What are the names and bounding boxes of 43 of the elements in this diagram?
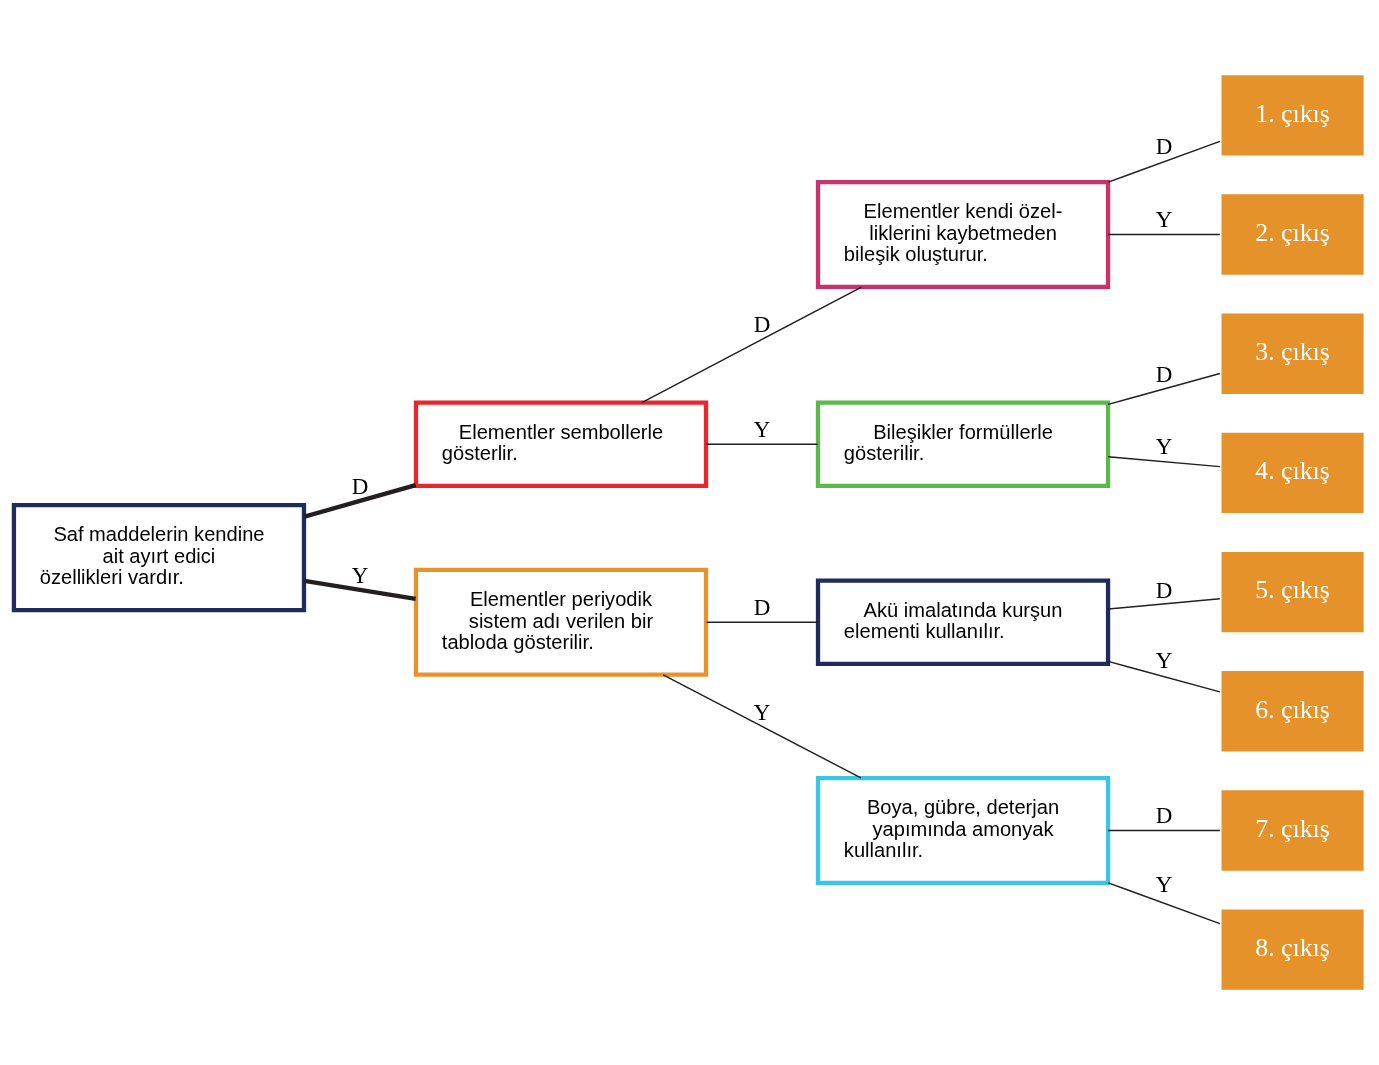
edge-label: Y	[753, 699, 771, 725]
edge-label: Y	[1155, 433, 1173, 459]
node-box: Elementler sembollerle gösterlir.	[413, 400, 709, 488]
edge-label: D	[753, 311, 771, 337]
edge-label: D	[1155, 133, 1173, 159]
node-box: 2. çıkış	[1218, 191, 1367, 278]
node-box: Elementler periyodik sistem adı verilen bir tabloda gösterilir.	[413, 567, 709, 677]
node-box: Akü imalatında kurşun elementi kullanılır.	[815, 578, 1111, 667]
node-box: Boya, gübre, deterjan yapımında amonyak kullanılır.	[815, 775, 1111, 885]
connector	[304, 578, 416, 602]
connector	[1107, 829, 1221, 832]
edge-label: Y	[753, 416, 771, 442]
connector	[705, 443, 819, 445]
connector	[1107, 882, 1221, 925]
edge-label: D	[753, 594, 771, 620]
connector	[1107, 597, 1221, 610]
edge-label: D	[351, 474, 369, 500]
edge-label: Y	[1155, 871, 1173, 897]
edge-label: D	[1155, 362, 1173, 388]
edge-label: Y	[1155, 647, 1173, 673]
node-box: 4. çıkış	[1218, 429, 1367, 516]
node-box: Elementler kendi özel-liklerini kaybetmeden bileşik oluşturur.	[815, 180, 1111, 290]
connector	[1107, 372, 1221, 406]
connector	[303, 483, 417, 519]
edge-label: D	[1155, 802, 1173, 828]
connector	[1107, 456, 1221, 468]
connector	[1107, 660, 1221, 693]
node-box: 8. çıkış	[1218, 906, 1367, 993]
node-box: 7. çıkış	[1218, 787, 1367, 874]
connector	[662, 674, 862, 779]
node-box: Bileşikler formüllerle gösterilir.	[815, 400, 1111, 488]
connector	[641, 286, 863, 404]
node-box: 1. çıkış	[1218, 72, 1367, 159]
node-box: Saf maddelerin kendine ait ayırt edici özellikleri vardır.	[11, 503, 307, 613]
connector	[705, 621, 819, 623]
connector	[1107, 233, 1221, 236]
edge-label: D	[1155, 577, 1173, 603]
edge-label: Y	[351, 563, 369, 589]
edge-label: Y	[1155, 207, 1173, 233]
node-box: 5. çıkış	[1218, 549, 1367, 636]
connector	[1107, 140, 1221, 183]
node-box: 3. çıkış	[1218, 310, 1367, 397]
node-box: 6. çıkış	[1218, 668, 1367, 755]
